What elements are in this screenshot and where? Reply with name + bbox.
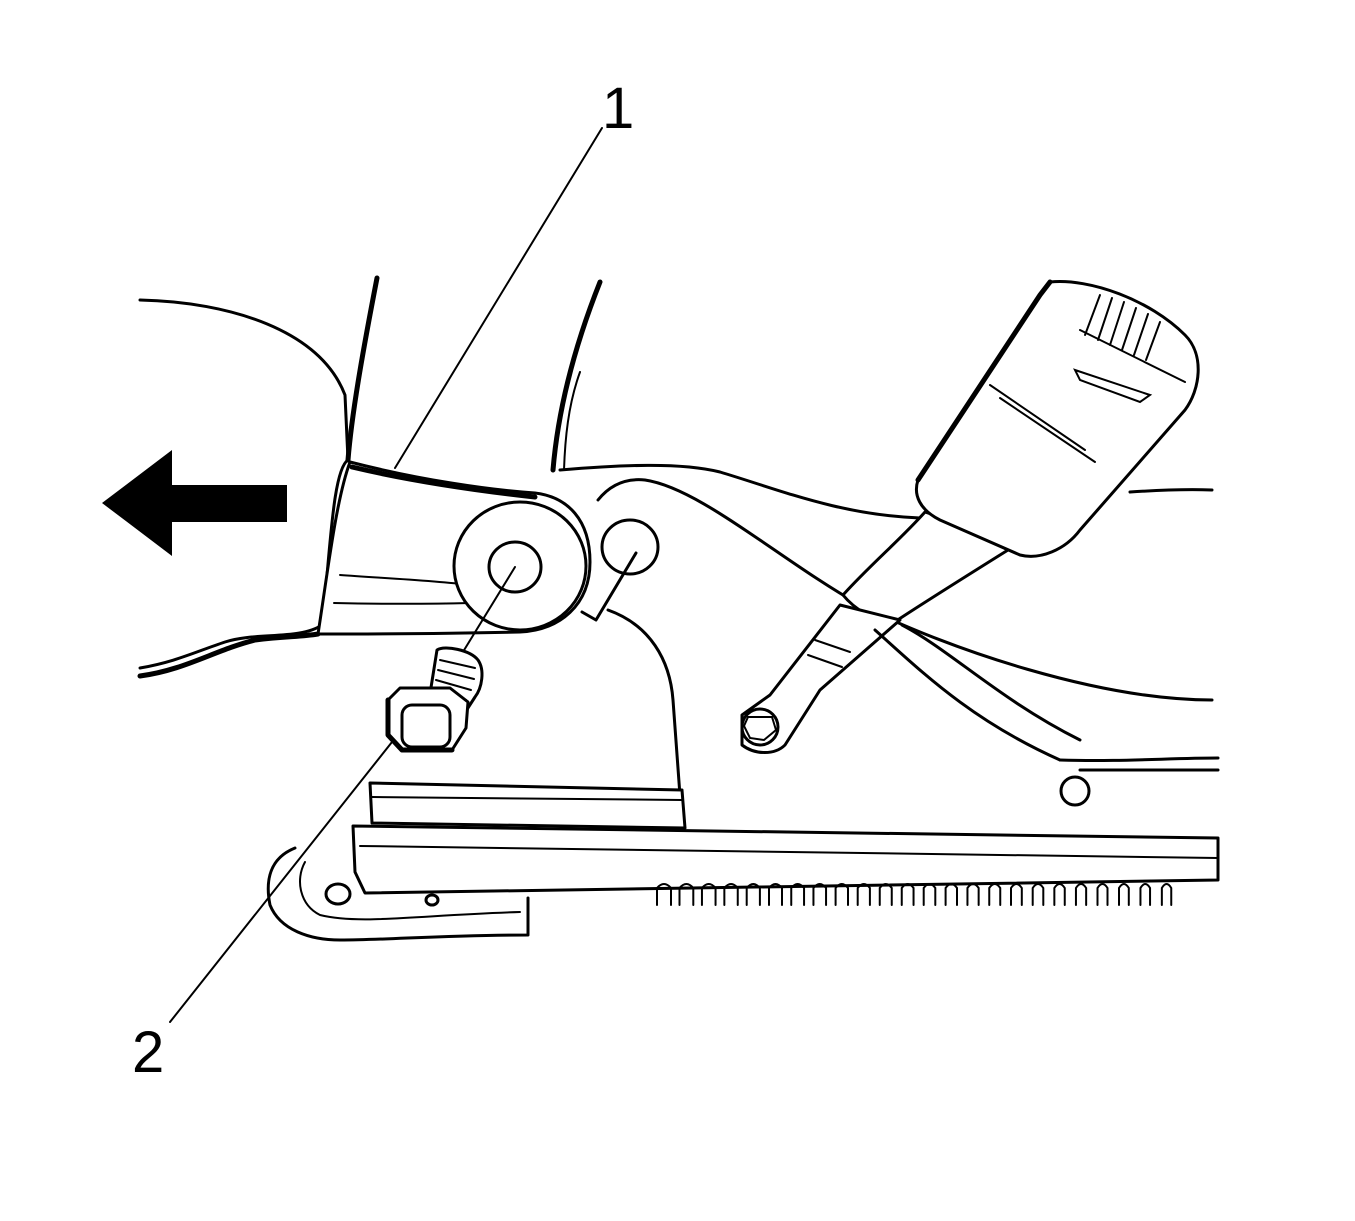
track-tooth [1160,883,1173,906]
leader-line-2 [169,741,393,1023]
track-tooth [966,883,980,906]
seat-track [266,756,1220,942]
track-tooth [1074,883,1088,906]
track-tooth [1031,883,1045,906]
track-tooth [723,883,739,906]
callout-label-1: 1 [602,76,634,141]
track-tooth [678,883,695,906]
track-tooth [922,883,937,906]
track-tooth [900,883,915,906]
track-tooth [878,883,893,906]
seat-frame-bracket [580,478,1214,825]
track-tooth [988,883,1002,906]
track-tooth [1139,883,1152,906]
track-tooth [1118,883,1130,906]
leader-line-1 [394,127,603,469]
seat-side-trim [550,279,1214,520]
track-tooth [1053,883,1066,906]
track-tooth [768,883,783,906]
bolt-guide-line [457,566,516,661]
track-tooth [834,883,849,906]
anchor-bolt [385,646,484,753]
track-tooth [944,883,958,906]
track-tooth [1096,883,1109,906]
track-tooth [700,883,717,906]
seat-cushion [137,275,380,679]
callout-label-2: 2 [132,1020,164,1085]
track-tooth [745,883,761,906]
direction-arrow-icon [102,450,287,556]
seat-belt-buckle [740,279,1200,762]
track-tooth [856,883,871,906]
track-tooth [790,883,806,906]
track-tooth [812,883,828,906]
track-tooth [1010,883,1023,906]
seat-belt-anchor [316,460,592,636]
track-tooth [656,883,672,906]
track-teeth [656,883,1173,906]
